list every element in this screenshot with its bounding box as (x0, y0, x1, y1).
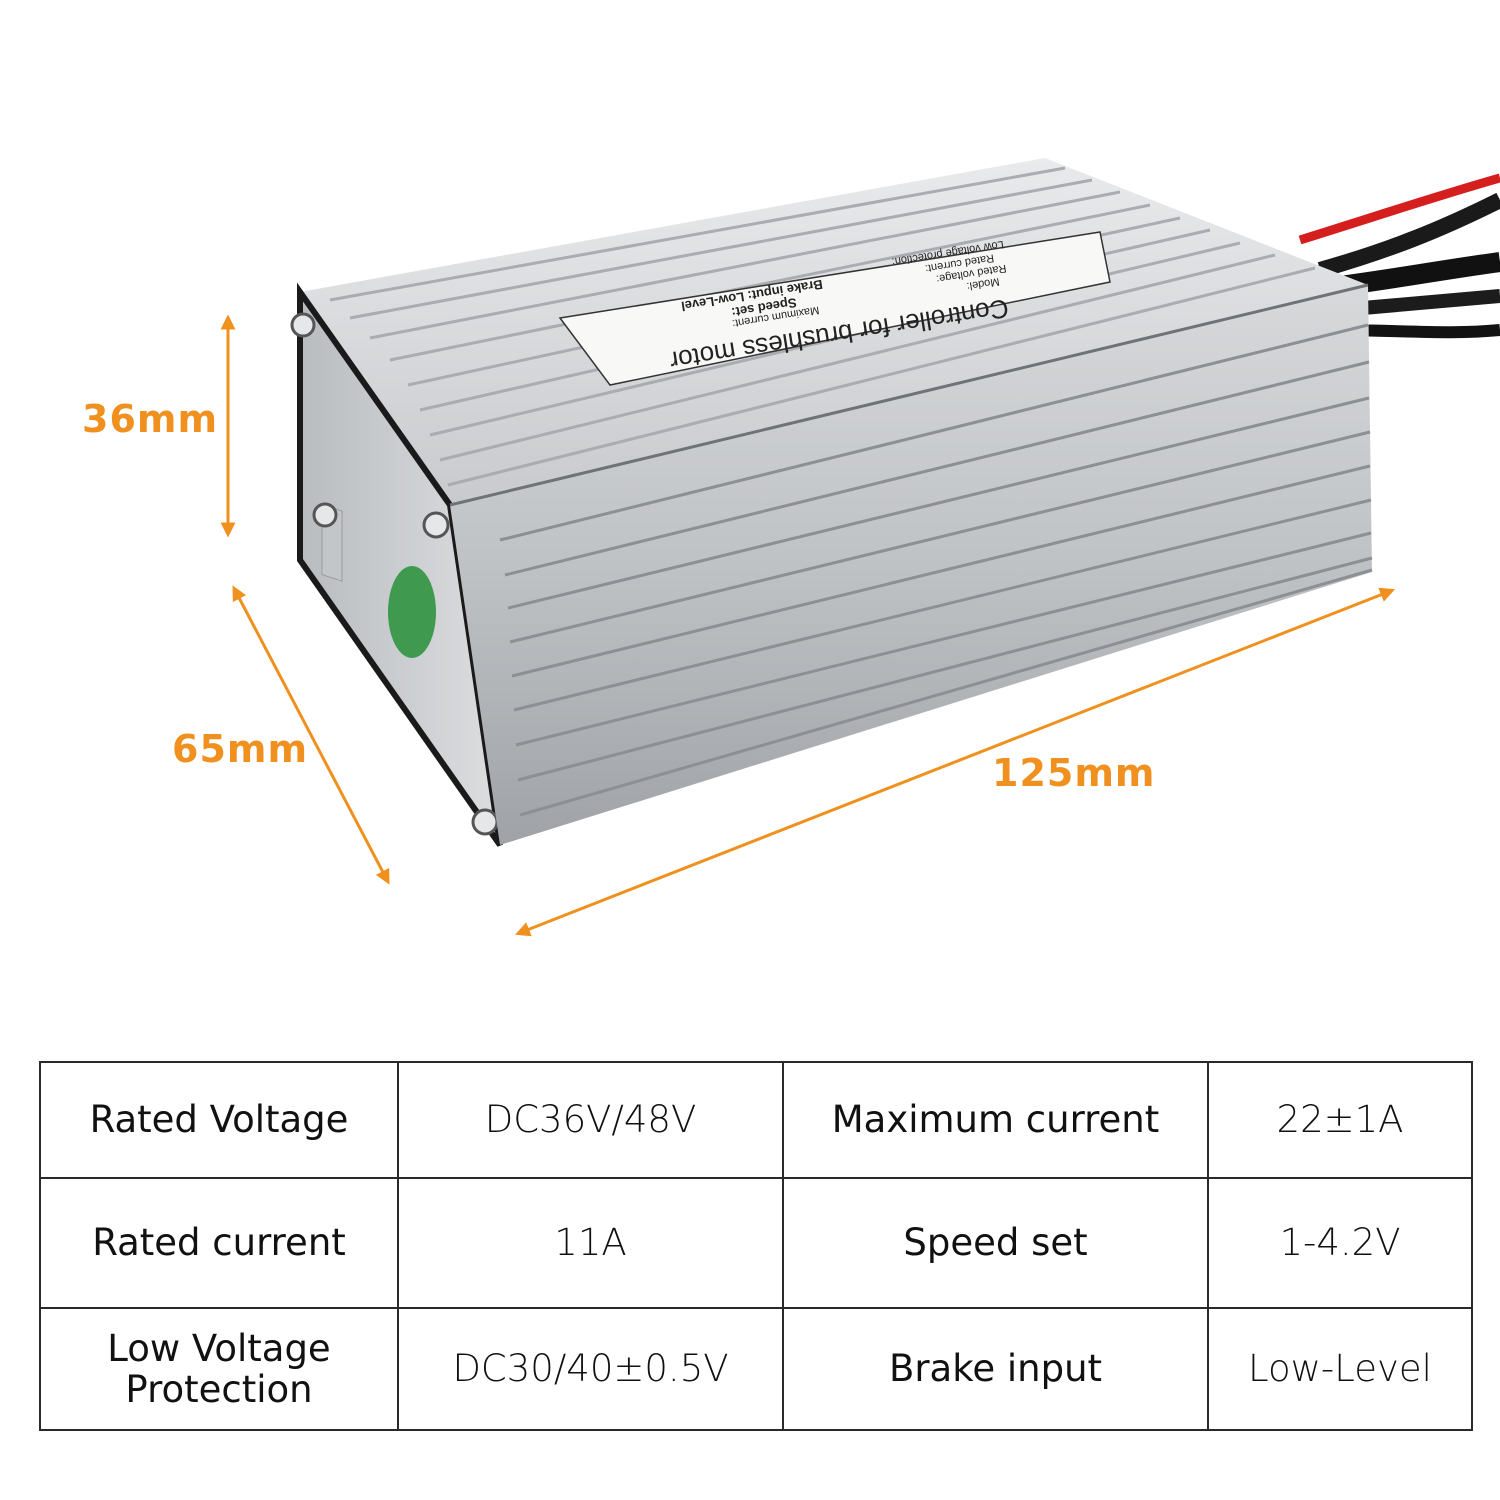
spec-value-speed-set: 1-4.2V (1207, 1177, 1473, 1309)
spec-value-maximum-current: 22±1A (1207, 1061, 1473, 1179)
label-line-model: Model: (966, 275, 1001, 292)
product-illustration: Controller for brushless motor Model: Ra… (220, 158, 1500, 937)
spec-label-speed-set: Speed set (782, 1177, 1209, 1309)
length-arrow (515, 587, 1395, 937)
screw-heads (290, 312, 499, 836)
dimension-width-label: 65mm (172, 727, 309, 771)
table-row: Rated current 11A Speed set 1-4.2V (39, 1177, 1473, 1309)
table-row: Rated Voltage DC36V/48V Maximum current … (39, 1061, 1473, 1179)
spec-value-brake-input: Low-Level (1207, 1307, 1473, 1431)
width-arrow (232, 585, 390, 885)
spec-label-rated-voltage: Rated Voltage (39, 1061, 399, 1179)
table-row: Low Voltage Protection DC30/40±0.5V Brak… (39, 1307, 1473, 1431)
spec-value-rated-current: 11A (397, 1177, 784, 1309)
spec-value-low-voltage-protection: DC30/40±0.5V (397, 1307, 784, 1431)
spec-label-low-voltage-protection: Low Voltage Protection (39, 1307, 399, 1431)
green-sticker (388, 566, 436, 658)
spec-table: Rated Voltage DC36V/48V Maximum current … (39, 1061, 1473, 1431)
dimension-height-label: 36mm (82, 397, 219, 441)
spec-label-maximum-current: Maximum current (782, 1061, 1209, 1179)
dimension-length-label: 125mm (992, 751, 1156, 795)
spec-label-rated-current: Rated current (39, 1177, 399, 1309)
spec-label-brake-input: Brake input (782, 1307, 1209, 1431)
spec-value-rated-voltage: DC36V/48V (397, 1061, 784, 1179)
dimension-arrows (220, 314, 1395, 937)
